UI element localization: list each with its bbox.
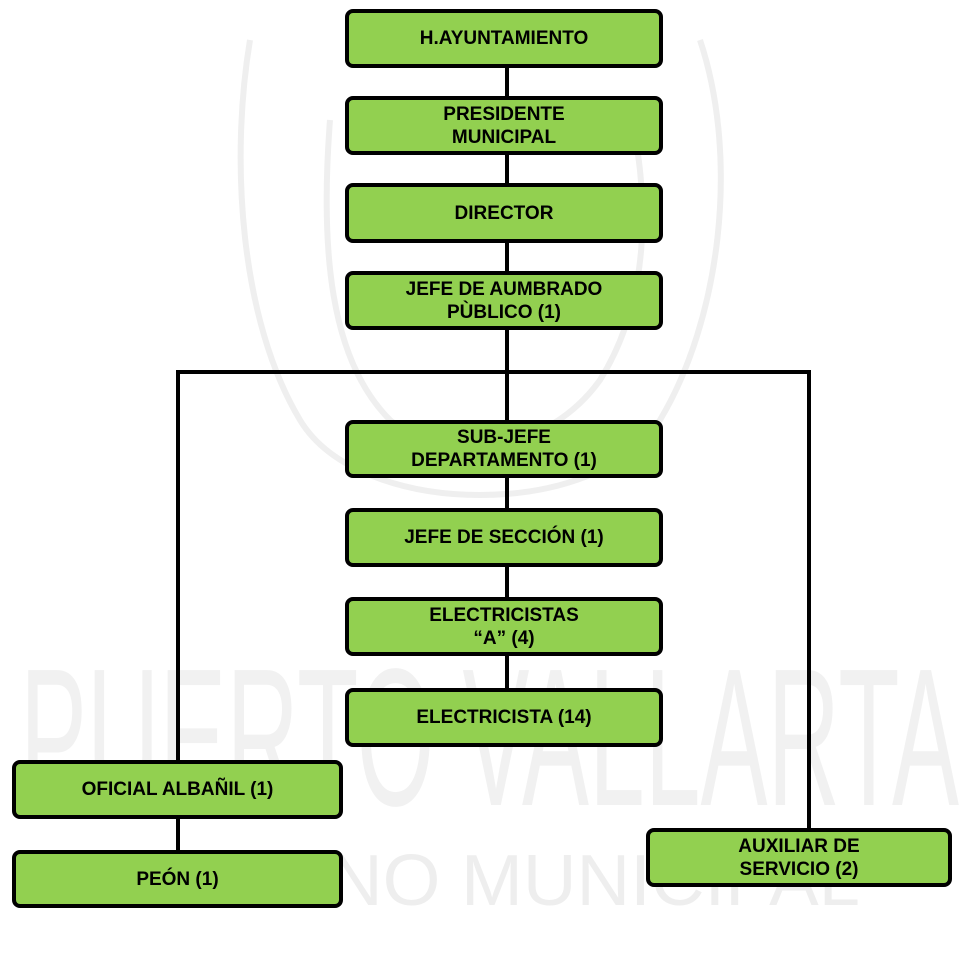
node-jefe-seccion: JEFE DE SECCIÓN (1) [345, 508, 663, 567]
node-electricista: ELECTRICISTA (14) [345, 688, 663, 747]
shield-outline [237, 39, 724, 498]
node-label: DIRECTOR [454, 202, 554, 224]
node-h-ayuntamiento: H.AYUNTAMIENTO [345, 9, 663, 68]
node-label: PEÓN (1) [136, 868, 219, 890]
node-label: ELECTRICISTAS “A” (4) [429, 604, 579, 649]
node-auxiliar-servicio: AUXILIAR DE SERVICIO (2) [646, 828, 952, 887]
node-label: SUB-JEFE DEPARTAMENTO (1) [411, 427, 597, 471]
node-subjefe-departamento: SUB-JEFE DEPARTAMENTO (1) [345, 420, 663, 478]
node-label: JEFE DE AUMBRADO PÙBLICO (1) [405, 278, 603, 323]
node-presidente-municipal: PRESIDENTE MUNICIPAL [345, 96, 663, 155]
node-label: JEFE DE SECCIÓN (1) [404, 527, 604, 548]
node-director: DIRECTOR [345, 183, 663, 243]
node-label: H.AYUNTAMIENTO [419, 28, 589, 49]
node-label: OFICIAL ALBAÑIL (1) [81, 779, 274, 800]
node-electricistas-a: ELECTRICISTAS “A” (4) [345, 597, 663, 656]
node-oficial-albanil: OFICIAL ALBAÑIL (1) [12, 760, 343, 819]
node-label: PRESIDENTE MUNICIPAL [443, 103, 565, 148]
node-label: AUXILIAR DE SERVICIO (2) [738, 835, 860, 880]
node-jefe-alumbrado: JEFE DE AUMBRADO PÙBLICO (1) [345, 271, 663, 330]
node-peon: PEÓN (1) [12, 850, 343, 908]
node-label: ELECTRICISTA (14) [416, 707, 592, 728]
